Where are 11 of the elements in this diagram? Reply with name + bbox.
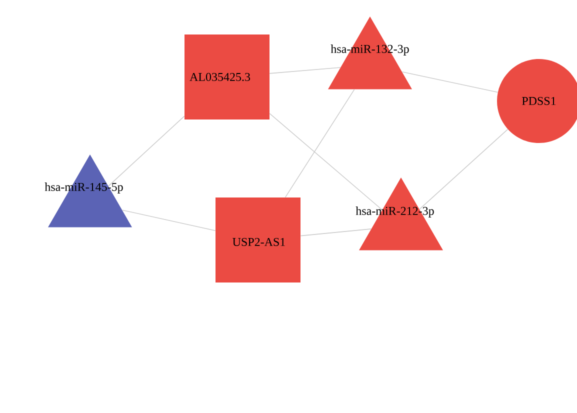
triangle-node: hsa-miR-145-5p — [44, 154, 132, 228]
connector-line — [269, 67, 341, 74]
connector-line — [269, 113, 383, 210]
connector-line — [419, 128, 508, 210]
connector-line — [108, 116, 185, 186]
square-node: USP2-AS1 — [216, 198, 300, 282]
connector-line — [402, 71, 498, 93]
square-node: AL035425.3 — [184, 34, 270, 120]
connector-line — [122, 210, 216, 231]
connector-line — [300, 228, 372, 236]
connector-line — [284, 89, 355, 198]
